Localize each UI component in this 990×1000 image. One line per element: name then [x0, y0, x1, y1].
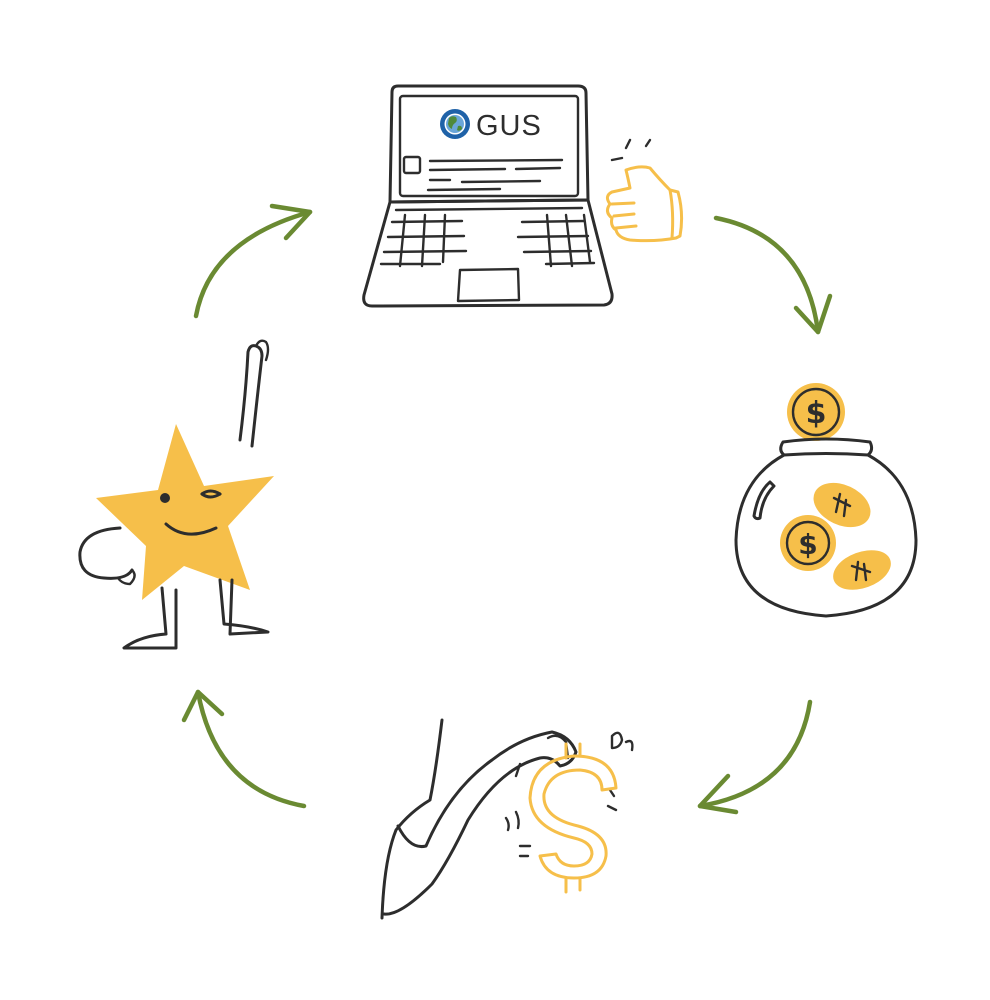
gus-logo: GUS	[440, 109, 542, 142]
logo-text: GUS	[476, 110, 542, 142]
cycle-arrow-icon	[181, 203, 833, 815]
arrow-laptop-to-jar	[713, 215, 833, 335]
laptop-icon: GUS	[362, 84, 614, 308]
dollar-sign-icon	[528, 742, 618, 894]
coin-jar-coins: $	[780, 482, 891, 590]
coin-jar-icon: $ $	[734, 383, 918, 618]
arrow-hand-to-star	[181, 689, 307, 809]
svg-text:$: $	[798, 528, 817, 561]
globe-icon	[440, 109, 470, 139]
arrow-jar-to-hand	[697, 699, 813, 815]
winking-star-icon	[78, 339, 274, 650]
svg-text:$: $	[806, 396, 827, 431]
hand-pinching-dollar-icon	[380, 718, 634, 920]
keyboard-left-keys	[379, 213, 468, 268]
keyboard-right-keys	[516, 213, 596, 268]
arrow-star-to-laptop	[193, 203, 313, 319]
thumbs-up-icon	[605, 138, 684, 243]
coin-top: $	[787, 383, 845, 441]
